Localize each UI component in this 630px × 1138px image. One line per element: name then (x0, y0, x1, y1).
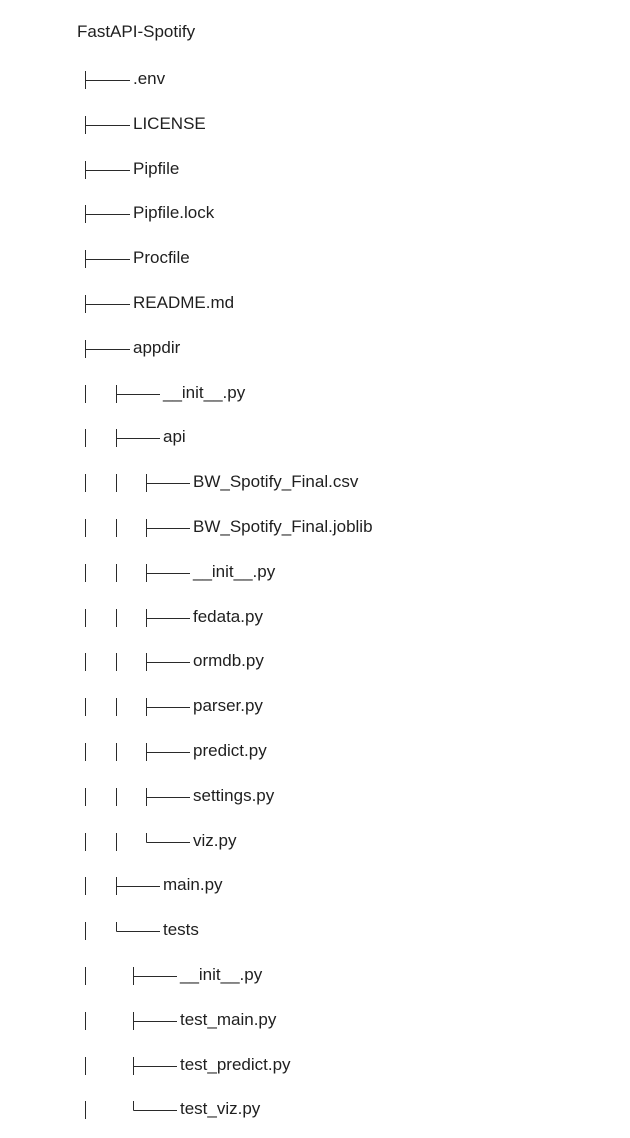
file-name: ormdb.py (193, 651, 264, 671)
tree-file-row: test_main.py (0, 1008, 630, 1032)
tree-branch-lines (0, 560, 630, 584)
tree-file-row: test_viz.py (0, 1097, 630, 1121)
tree-file-row: Pipfile (0, 157, 630, 181)
tree-branch-svg (85, 967, 177, 985)
tree-file-row: BW_Spotify_Final.csv (0, 470, 630, 494)
folder-name: tests (163, 920, 199, 940)
tree-branch-svg (85, 205, 130, 224)
tree-branch-lines (0, 67, 630, 91)
tree-branch-svg (85, 608, 190, 627)
tree-branch-svg (85, 1056, 177, 1075)
tree-branch-svg (85, 743, 190, 761)
tree-file-row: README.md (0, 291, 630, 315)
file-name: test_viz.py (180, 1099, 261, 1119)
file-name: test_predict.py (180, 1054, 291, 1074)
tree-branch-lines (0, 246, 630, 270)
tree-file-row: predict.py (0, 739, 630, 763)
tree-branch-lines (0, 784, 630, 808)
tree-root-folder: FastAPI-Spotify (77, 22, 196, 41)
tree-branch-svg (85, 922, 160, 941)
tree-folder-row: tests (0, 918, 630, 942)
tree-branch-svg (85, 250, 130, 269)
tree-branch-lines (0, 425, 630, 449)
file-name: __init__.py (193, 561, 276, 581)
tree-branch-svg (85, 71, 130, 89)
file-name: README.md (133, 293, 235, 312)
file-name: fedata.py (193, 606, 263, 626)
tree-branch-lines (0, 918, 630, 942)
tree-branch-svg (85, 1101, 177, 1120)
tree-branch-svg (85, 519, 190, 537)
tree-file-row: __init__.py (0, 381, 630, 405)
tree-branch-lines (0, 829, 630, 853)
tree-branch-svg (85, 832, 190, 851)
tree-branch-lines (0, 515, 630, 539)
tree-branch-lines (0, 470, 630, 494)
tree-branch-lines (0, 694, 630, 718)
tree-branch-lines (0, 963, 630, 987)
file-name: Pipfile (133, 158, 180, 178)
tree-branch-lines (0, 291, 630, 315)
tree-branch-lines (0, 336, 630, 360)
tree-branch-lines (0, 112, 630, 136)
tree-branch-lines (0, 201, 630, 225)
folder-name: appdir (133, 337, 181, 357)
file-name: Pipfile.lock (133, 203, 215, 223)
file-name: __init__.py (163, 382, 246, 402)
tree-file-row: Pipfile.lock (0, 201, 630, 225)
tree-branch-lines (0, 649, 630, 673)
tree-file-row: LICENSE (0, 112, 630, 136)
file-name: LICENSE (133, 113, 206, 133)
tree-branch-svg (85, 160, 130, 179)
tree-branch-lines (0, 605, 630, 629)
tree-file-row: parser.py (0, 694, 630, 718)
tree-file-row: viz.py (0, 829, 630, 853)
tree-folder-row: api (0, 425, 630, 449)
tree-branch-lines (0, 1097, 630, 1121)
file-name: BW_Spotify_Final.csv (193, 472, 359, 492)
tree-branch-svg (85, 877, 160, 896)
tree-file-row: main.py (0, 873, 630, 897)
file-name: Procfile (133, 248, 190, 268)
tree-branch-svg (85, 295, 130, 313)
file-name: __init__.py (180, 965, 263, 984)
file-name: test_main.py (180, 1009, 277, 1029)
tree-branch-svg (85, 429, 160, 448)
tree-branch-lines (0, 739, 630, 763)
tree-branch-svg (85, 563, 190, 582)
file-name: settings.py (193, 785, 275, 805)
tree-file-row: Procfile (0, 246, 630, 270)
tree-file-row: settings.py (0, 784, 630, 808)
tree-file-row: __init__.py (0, 560, 630, 584)
tree-branch-svg (85, 339, 130, 358)
folder-name: api (163, 427, 186, 447)
file-name: viz.py (193, 830, 237, 850)
tree-branch-svg (85, 653, 190, 672)
tree-branch-lines (0, 1008, 630, 1032)
tree-file-row: fedata.py (0, 605, 630, 629)
tree-branch-lines (0, 873, 630, 897)
tree-branch-svg (85, 115, 130, 134)
file-name: BW_Spotify_Final.joblib (193, 517, 373, 536)
tree-branch-svg (85, 698, 190, 717)
tree-branch-lines (0, 157, 630, 181)
tree-branch-svg (85, 787, 190, 806)
tree-branch-lines (0, 1053, 630, 1077)
file-name: predict.py (193, 741, 267, 760)
tree-file-row: .env (0, 67, 630, 91)
tree-file-row: BW_Spotify_Final.joblib (0, 515, 630, 539)
file-name: .env (133, 69, 166, 88)
tree-branch-svg (85, 1011, 177, 1030)
tree-folder-row: appdir (0, 336, 630, 360)
tree-file-row: test_predict.py (0, 1053, 630, 1077)
tree-branch-svg (85, 474, 190, 493)
tree-file-row: ormdb.py (0, 649, 630, 673)
tree-branch-lines (0, 381, 630, 405)
file-name: parser.py (193, 696, 263, 716)
file-name: main.py (163, 875, 223, 895)
tree-file-row: __init__.py (0, 963, 630, 987)
tree-branch-svg (85, 384, 160, 403)
